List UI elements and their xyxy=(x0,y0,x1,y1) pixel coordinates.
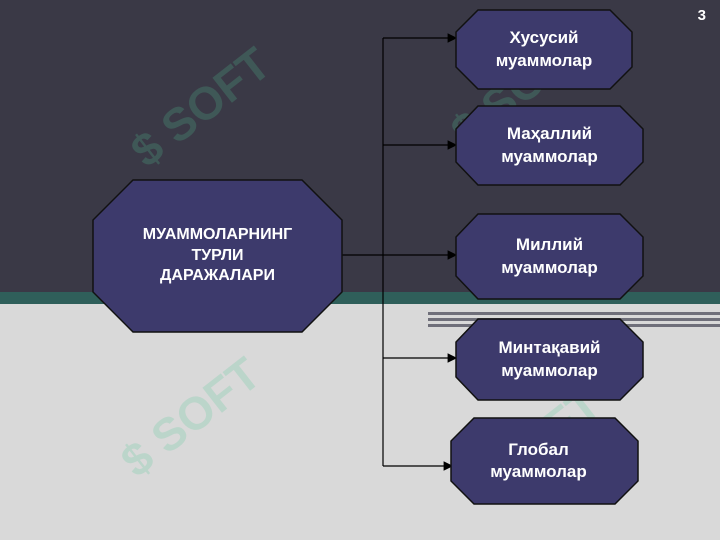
child-node-shape-5 xyxy=(450,417,639,505)
child-node-label-3: Миллий муаммолар xyxy=(501,235,598,277)
child-node-label-2: Маҳаллий муаммолар xyxy=(501,124,598,166)
slide-number: 3 xyxy=(697,7,706,24)
child-node-label-1: Хусусий муаммолар xyxy=(495,28,593,70)
child-node-label-4: Минтақавий муаммолар xyxy=(498,338,601,380)
child-node-shape-3 xyxy=(455,213,644,300)
child-node-shape-2 xyxy=(455,105,644,186)
child-node-shape-1 xyxy=(455,9,633,90)
main-node-shape xyxy=(92,179,343,333)
child-node-shape-4 xyxy=(455,318,644,401)
decorative-stripe xyxy=(428,312,720,315)
child-node-label-5: Глобал муаммолар xyxy=(490,439,587,481)
main-node-label: МУАММОЛАРНИНГ ТУРЛИ ДАРАЖАЛАРИ xyxy=(142,225,293,285)
